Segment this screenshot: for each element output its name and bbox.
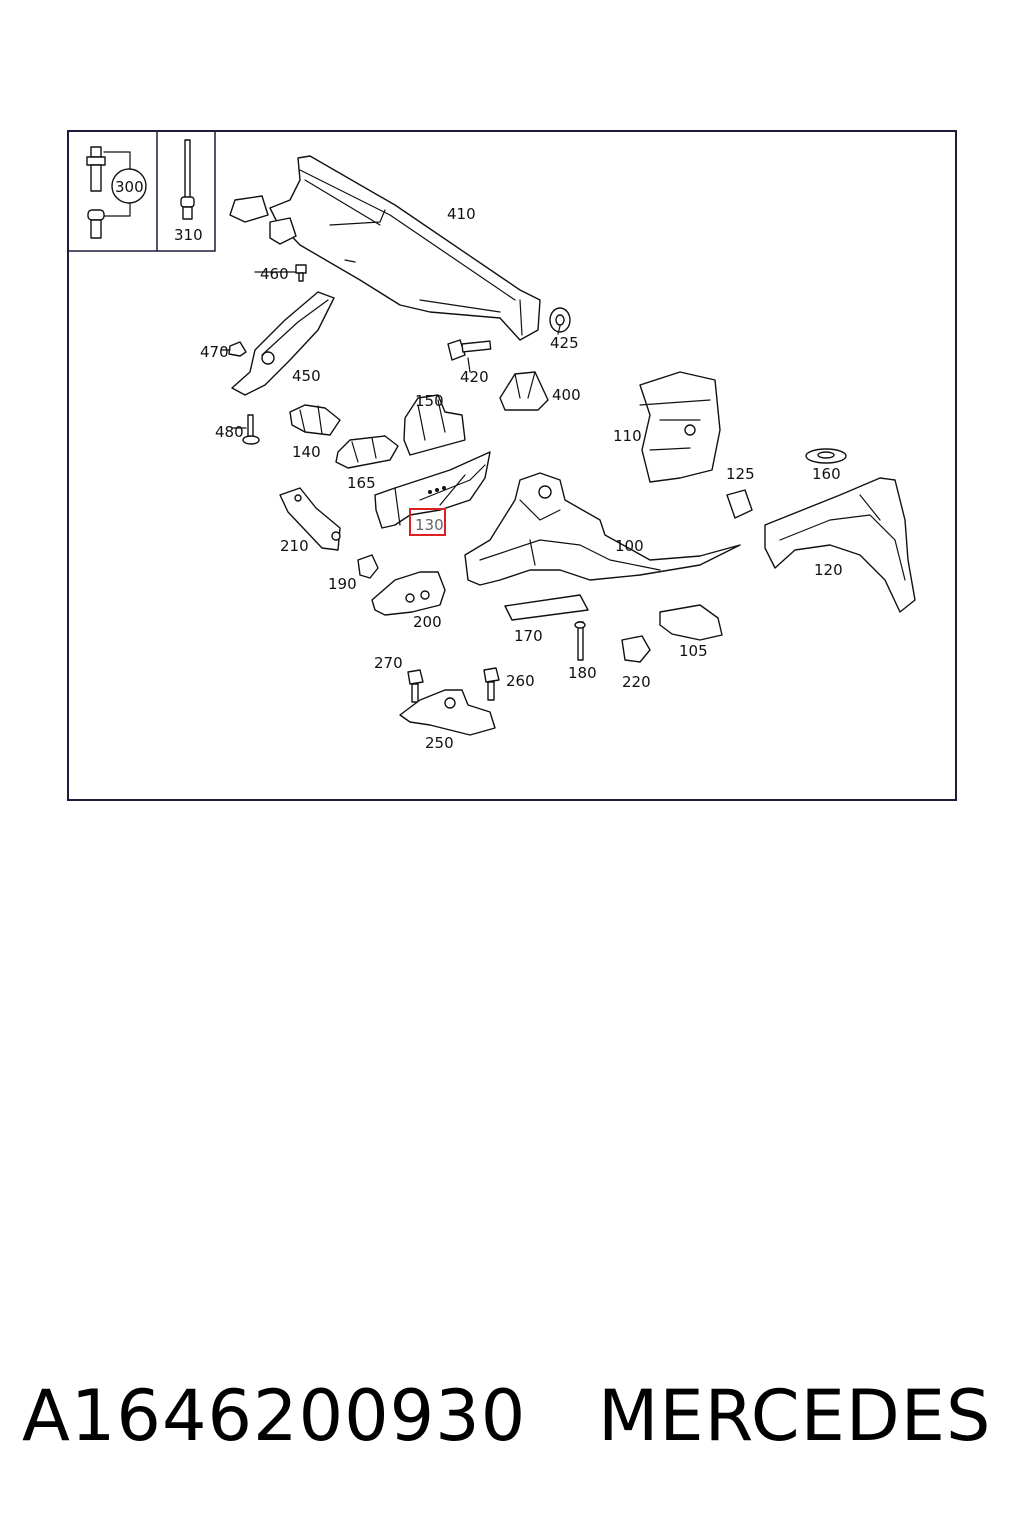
label-190: 190 [328, 575, 357, 593]
dome-washer-part [805, 448, 847, 464]
label-250: 250 [425, 734, 454, 752]
label-100: 100 [615, 537, 644, 555]
diagram-frame [67, 130, 957, 801]
label-125: 125 [726, 465, 755, 483]
upper-bracket-part [403, 394, 466, 456]
washer-part [549, 307, 571, 333]
long-bracket-part [231, 291, 335, 396]
reinforcement-plate-part [279, 487, 341, 551]
cross-member-part [229, 155, 541, 341]
label-180: 180 [568, 664, 597, 682]
hex-bolt-part [447, 339, 492, 361]
label-220: 220 [622, 673, 651, 691]
long-bolt-icon [180, 139, 195, 220]
wheelhouse-bracket-part [639, 371, 721, 483]
label-470: 470 [200, 343, 229, 361]
side-bracket-part [289, 404, 341, 436]
clip-part [621, 635, 651, 663]
label-105: 105 [679, 642, 708, 660]
footer-caption: A1646200930 MERCEDES [0, 1375, 1024, 1465]
label-420: 420 [460, 368, 489, 386]
label-400: 400 [552, 386, 581, 404]
label-120: 120 [814, 561, 843, 579]
label-160: 160 [812, 465, 841, 483]
cover-plate-part [504, 594, 589, 621]
label-150: 150 [415, 392, 444, 410]
label-170: 170 [514, 627, 543, 645]
label-410: 410 [447, 205, 476, 223]
engine-mount-part [499, 371, 549, 411]
label-165: 165 [347, 474, 376, 492]
label-310: 310 [174, 226, 203, 244]
support-bracket-part [371, 571, 446, 616]
stud-fastener-icon [86, 146, 147, 239]
label-200: 200 [413, 613, 442, 631]
wheel-arch-part [764, 477, 916, 613]
lower-bracket-part [335, 435, 399, 469]
label-460: 460 [260, 265, 289, 283]
flange-nut-part [228, 341, 247, 357]
inset-box [68, 131, 216, 252]
longitudinal-member-part [374, 451, 491, 529]
label-270: 270 [374, 654, 403, 672]
brand-name: MERCEDES [598, 1375, 992, 1457]
bolt-part [407, 669, 424, 703]
label-480: 480 [215, 423, 244, 441]
label-425: 425 [550, 334, 579, 352]
control-arm-bracket-part [399, 689, 496, 736]
highlight-box-130 [409, 508, 446, 536]
label-260: 260 [506, 672, 535, 690]
rubber-cap-part [357, 554, 379, 579]
label-300: 300 [115, 178, 144, 196]
label-110: 110 [613, 427, 642, 445]
label-140: 140 [292, 443, 321, 461]
bolt-part [483, 667, 500, 701]
small-plate-part [726, 489, 753, 519]
rear-bracket-part [659, 604, 723, 641]
label-450: 450 [292, 367, 321, 385]
part-number: A1646200930 [22, 1375, 527, 1457]
label-130[interactable]: 130 [415, 516, 444, 534]
stud-pin-part [574, 621, 586, 661]
label-210: 210 [280, 537, 309, 555]
pin-part [242, 414, 260, 445]
small-bolt-part [295, 264, 307, 282]
front-apron-part [464, 472, 741, 586]
